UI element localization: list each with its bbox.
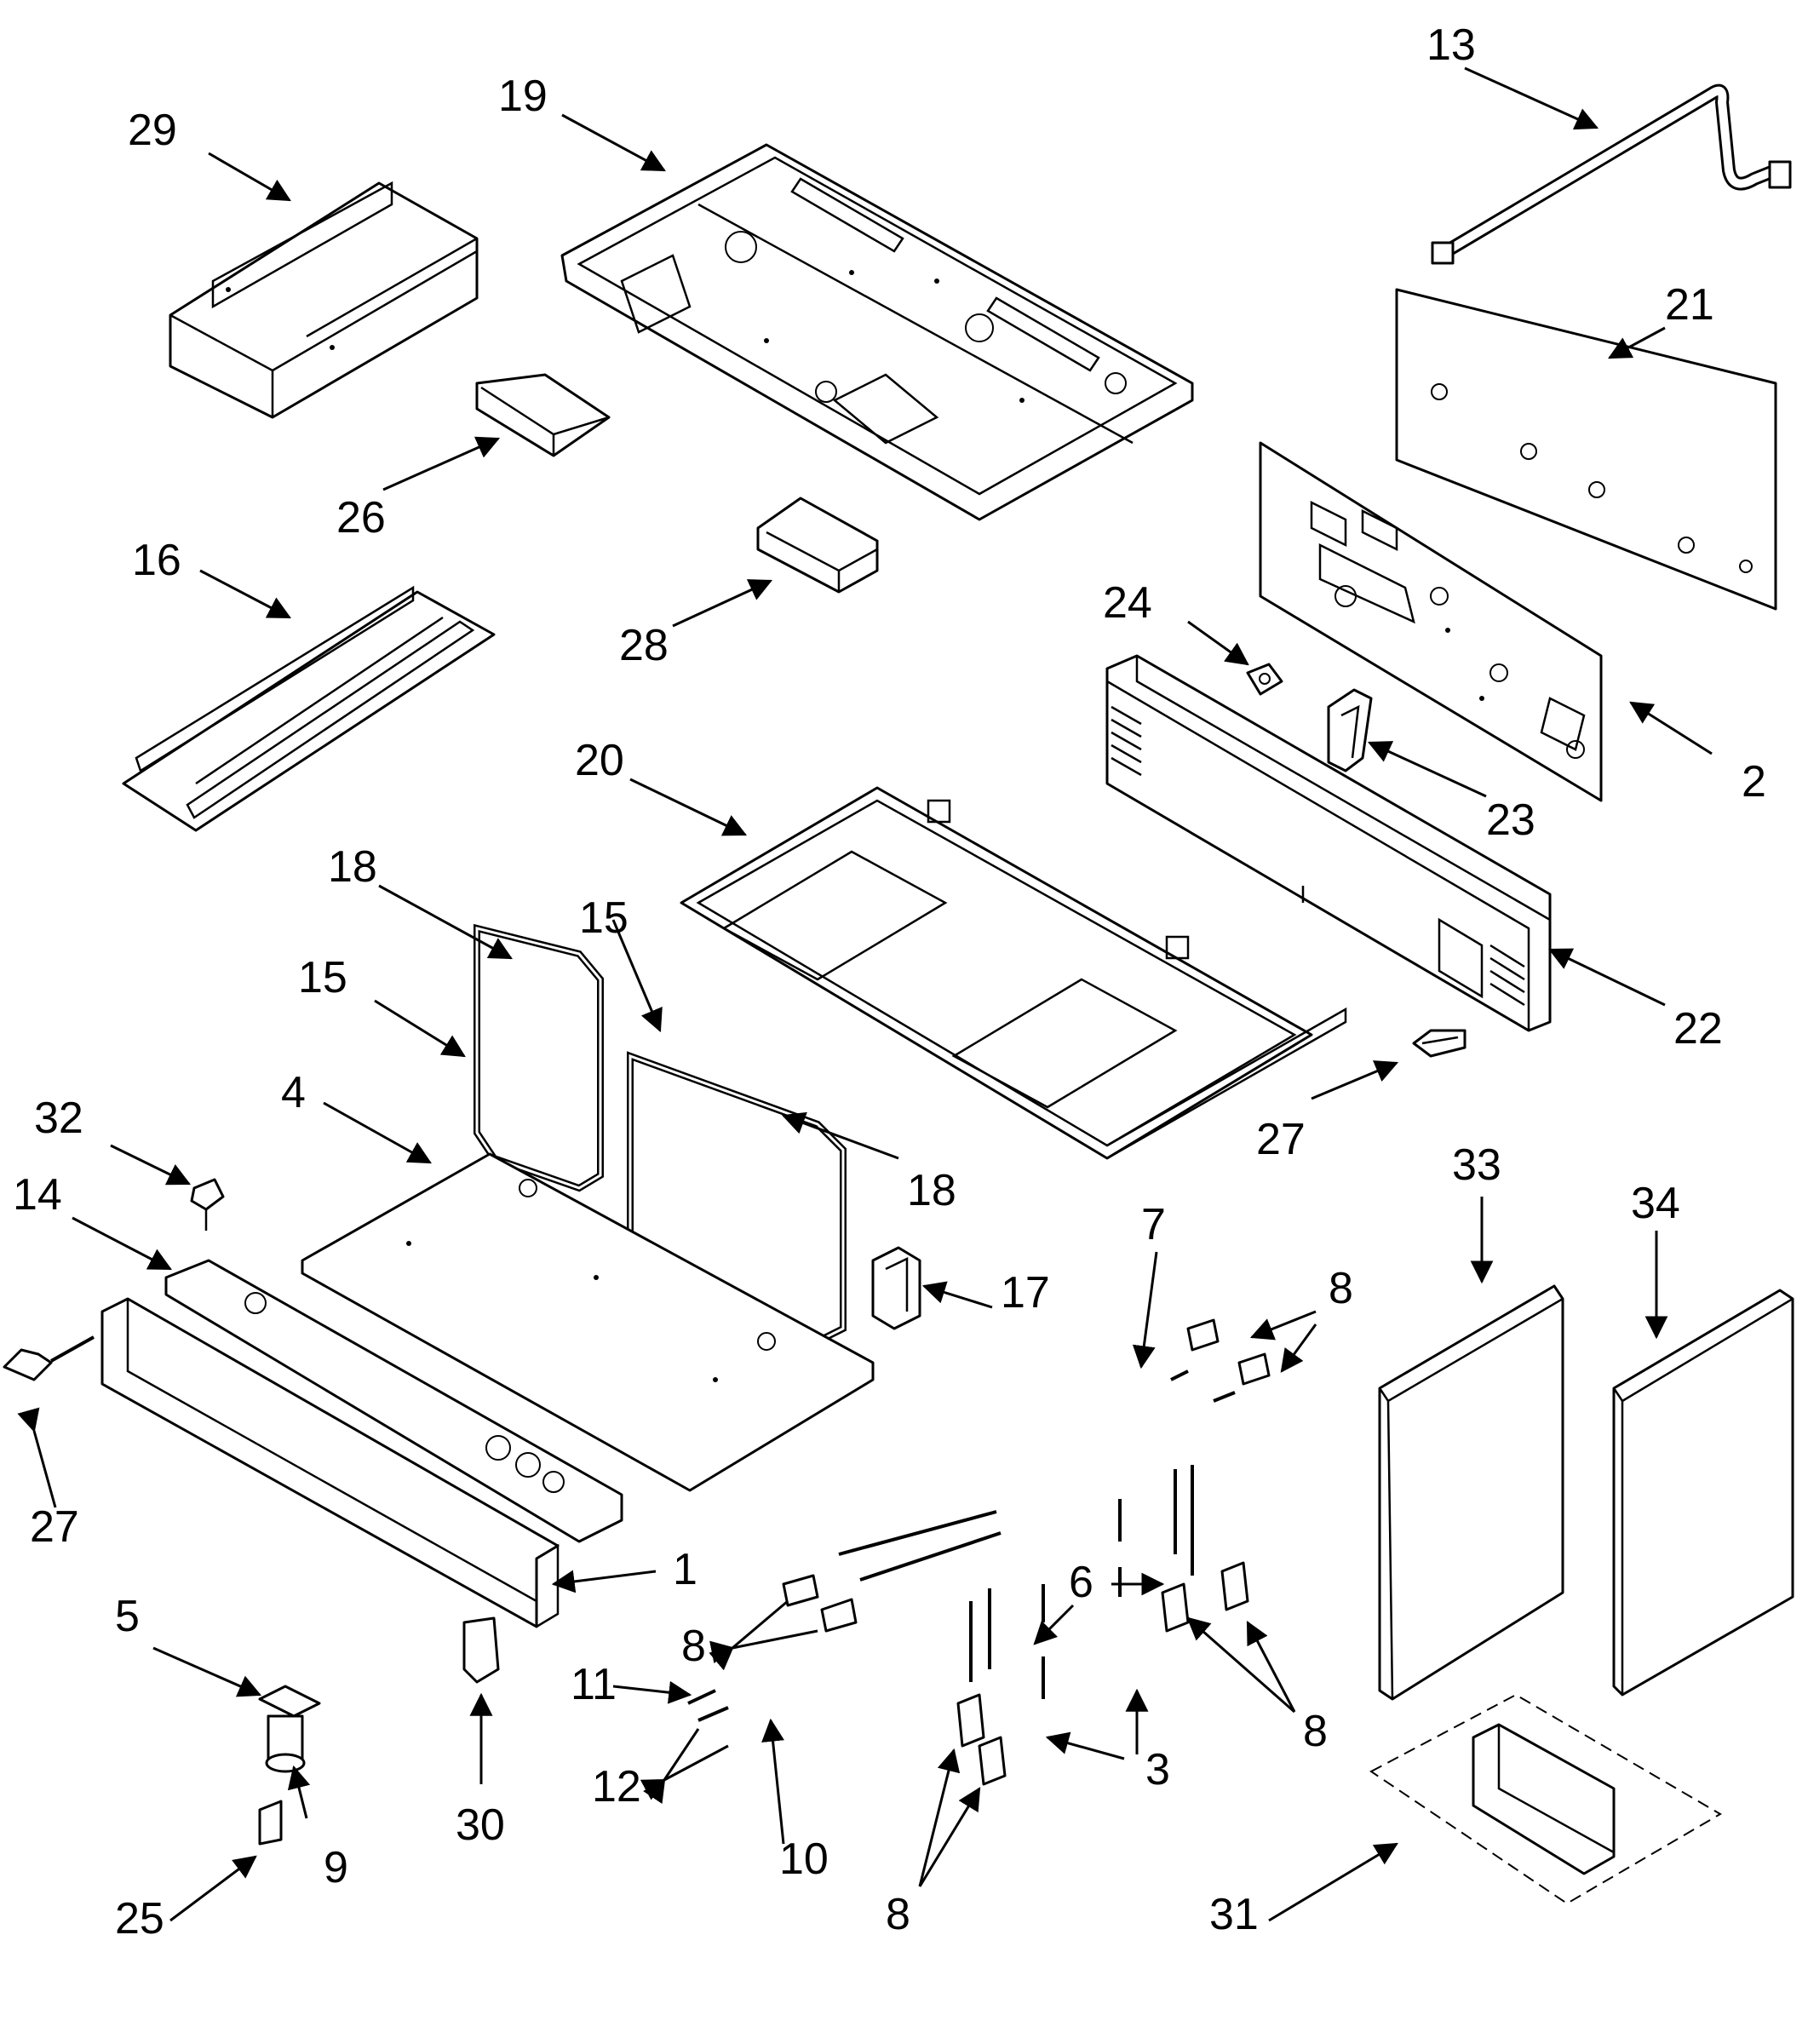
part-13-tube bbox=[1431, 83, 1792, 265]
callout-labels: 29 19 13 21 26 28 16 24 2 23 20 22 18 15… bbox=[13, 20, 1766, 1944]
callout-33: 33 bbox=[1452, 1140, 1501, 1190]
callout-30: 30 bbox=[456, 1800, 505, 1850]
fastener-group bbox=[687, 1318, 1271, 1786]
callout-24: 24 bbox=[1103, 578, 1152, 628]
callout-10: 10 bbox=[779, 1834, 829, 1884]
part-18-15-gasket-left bbox=[474, 923, 604, 1192]
part-28-bracket bbox=[756, 497, 879, 594]
part-4-bottom-plate bbox=[301, 1152, 875, 1492]
callout-23: 23 bbox=[1486, 795, 1535, 845]
callout-8-top: 8 bbox=[1329, 1264, 1353, 1313]
callout-8-bottom: 8 bbox=[886, 1890, 910, 1939]
callout-3: 3 bbox=[1145, 1745, 1170, 1794]
part-5-leg-bracket bbox=[258, 1685, 321, 1773]
part-1-front-trim bbox=[100, 1297, 560, 1628]
callout-25: 25 bbox=[115, 1894, 164, 1944]
callout-15-left: 15 bbox=[298, 953, 347, 1002]
callout-22: 22 bbox=[1673, 1004, 1723, 1054]
part-34-side-panel bbox=[1612, 1289, 1794, 1697]
part-25-screw bbox=[258, 1800, 283, 1846]
callout-5: 5 bbox=[115, 1592, 140, 1641]
callout-6: 6 bbox=[1069, 1558, 1093, 1607]
callout-13: 13 bbox=[1426, 20, 1476, 70]
part-14-front-strip bbox=[164, 1259, 623, 1543]
callout-29: 29 bbox=[128, 106, 177, 155]
callout-8-left: 8 bbox=[681, 1622, 706, 1671]
part-16-rail bbox=[122, 585, 496, 832]
part-29-bracket bbox=[169, 181, 479, 419]
part-24-clip bbox=[1246, 663, 1283, 696]
callout-32: 32 bbox=[34, 1094, 83, 1143]
callout-27-left: 27 bbox=[30, 1502, 79, 1552]
callout-34: 34 bbox=[1631, 1179, 1680, 1228]
part-30-clip bbox=[462, 1616, 500, 1684]
part-27-screw-right bbox=[1412, 1029, 1466, 1058]
part-21-back-sheet bbox=[1395, 288, 1777, 611]
part-19-top-frame bbox=[560, 143, 1194, 521]
callout-7: 7 bbox=[1141, 1200, 1166, 1249]
callout-4: 4 bbox=[281, 1068, 306, 1117]
callout-27-right: 27 bbox=[1256, 1115, 1306, 1164]
part-31-box bbox=[1369, 1693, 1722, 1905]
callout-15-right: 15 bbox=[579, 893, 628, 943]
callout-31: 31 bbox=[1209, 1890, 1259, 1939]
callout-20: 20 bbox=[575, 736, 624, 785]
callout-26: 26 bbox=[336, 493, 386, 543]
part-33-side-panel bbox=[1378, 1284, 1564, 1701]
part-20-mid-tray bbox=[680, 786, 1347, 1160]
callout-2: 2 bbox=[1742, 757, 1766, 807]
leader-lines bbox=[17, 66, 1713, 1922]
callout-17: 17 bbox=[1001, 1268, 1050, 1318]
callout-18-bottom: 18 bbox=[907, 1166, 956, 1215]
callout-21: 21 bbox=[1665, 280, 1714, 330]
part-17-bracket bbox=[871, 1246, 921, 1330]
callout-11: 11 bbox=[571, 1660, 617, 1709]
part-26-channel bbox=[475, 373, 611, 457]
callout-8-right: 8 bbox=[1303, 1707, 1328, 1756]
part-32-screw bbox=[190, 1178, 225, 1231]
part-22-control-panel bbox=[1105, 654, 1552, 1032]
callout-12: 12 bbox=[592, 1762, 641, 1811]
callout-14: 14 bbox=[13, 1170, 62, 1220]
callout-16: 16 bbox=[132, 536, 181, 585]
callout-1: 1 bbox=[673, 1545, 697, 1594]
callout-19: 19 bbox=[498, 72, 548, 121]
part-23-bracket bbox=[1327, 688, 1373, 772]
part-2-rear-panel bbox=[1259, 441, 1603, 802]
callout-28: 28 bbox=[619, 621, 669, 670]
callout-18-top: 18 bbox=[328, 842, 377, 892]
callout-9: 9 bbox=[324, 1843, 348, 1892]
part-27-screw-left bbox=[3, 1335, 95, 1381]
